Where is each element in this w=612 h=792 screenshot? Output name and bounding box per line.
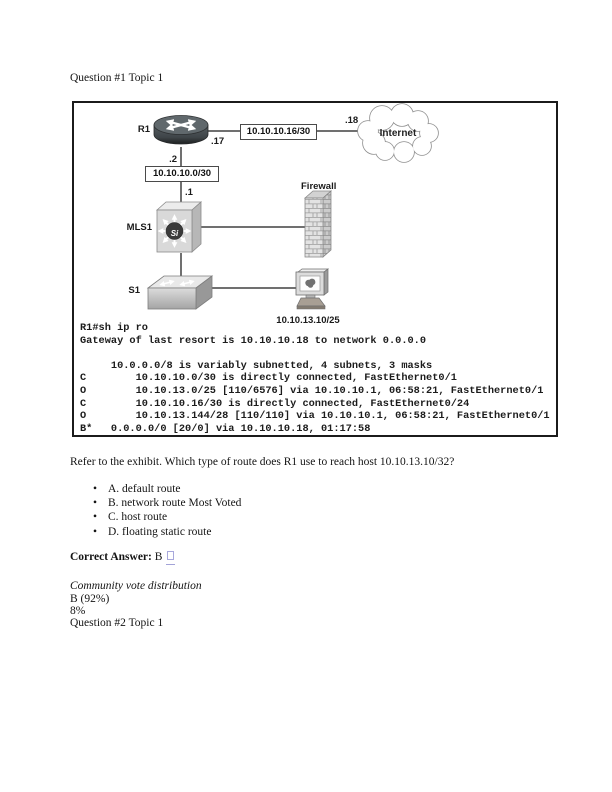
link-s1-host xyxy=(212,287,298,289)
host-ip-label: 10.10.13.10/25 xyxy=(276,315,340,326)
internet-cloud-icon xyxy=(357,103,439,163)
r1-lan-if-label: .2 xyxy=(169,154,177,165)
option-a: A. default route xyxy=(70,482,241,496)
correct-answer-value: B xyxy=(154,551,163,563)
cli-line: O 10.10.13.144/28 [110/110] via 10.10.10… xyxy=(80,410,550,423)
cli-line: Gateway of last resort is 10.10.10.18 to… xyxy=(80,334,427,347)
si-badge xyxy=(165,222,184,240)
mls1-if-label: .1 xyxy=(185,187,193,198)
cli-line: C 10.10.10.0/30 is directly connected, F… xyxy=(80,372,457,385)
question-text: Refer to the exhibit. Which type of rout… xyxy=(70,456,455,468)
internet-if-label: .18 xyxy=(345,115,359,126)
switch-icon xyxy=(146,275,214,310)
community-vote-other: 8% xyxy=(70,605,86,617)
internet-label: Internet xyxy=(379,128,417,139)
option-d: D. floating static route xyxy=(70,525,241,539)
exhibit-panel: Internet xyxy=(72,101,558,437)
correct-answer-row: Correct Answer: B xyxy=(70,551,176,565)
question-1-heading: Question #1 Topic 1 xyxy=(70,72,164,84)
workstation-icon xyxy=(295,268,330,310)
option-c-label: C. host route xyxy=(108,511,168,524)
cli-line: B* 0.0.0.0/0 [20/0] via 10.10.10.18, 01:… xyxy=(80,422,371,435)
community-vote-title: Community vote distribution xyxy=(70,580,202,592)
mls1-label: MLS1 xyxy=(126,222,152,233)
option-c: C. host route xyxy=(70,510,241,524)
option-d-label: D. floating static route xyxy=(108,525,212,538)
reveal-answer-link[interactable] xyxy=(166,551,176,565)
correct-answer-label: Correct Answer: xyxy=(70,551,152,563)
s1-label: S1 xyxy=(128,285,140,296)
link-mls1-s1 xyxy=(180,253,182,280)
option-b: B. network route Most Voted xyxy=(70,496,241,510)
lan-subnet-label: 10.10.10.0/30 xyxy=(145,166,219,182)
options-list: A. default route B. network route Most V… xyxy=(70,482,241,539)
router-icon xyxy=(153,115,209,145)
cli-output: R1#sh ip ro Gateway of last resort is 10… xyxy=(80,322,550,435)
reveal-answer-icon xyxy=(167,551,175,560)
option-b-label: B. network route Most Voted xyxy=(108,497,242,510)
network-diagram: Internet xyxy=(74,103,556,435)
r1-wan-if-label: .17 xyxy=(211,136,225,147)
firewall-icon xyxy=(303,190,333,258)
cli-line: 10.0.0.0/8 is variably subnetted, 4 subn… xyxy=(80,359,433,372)
cli-line: O 10.10.13.0/25 [110/6576] via 10.10.10.… xyxy=(80,384,544,397)
r1-label: R1 xyxy=(137,124,150,135)
cli-line: R1#sh ip ro xyxy=(80,322,148,334)
multilayer-switch-icon xyxy=(155,201,203,253)
cli-line xyxy=(80,347,550,360)
wan-subnet-label: 10.10.10.16/30 xyxy=(240,124,317,140)
si-badge-label: Si xyxy=(170,228,179,238)
link-mls1-firewall xyxy=(201,226,305,228)
community-vote-line: B (92%) xyxy=(70,592,110,605)
cli-line: C 10.10.10.16/30 is directly connected, … xyxy=(80,397,470,410)
question-2-heading: Question #2 Topic 1 xyxy=(70,617,164,629)
option-a-label: A. default route xyxy=(108,483,181,495)
firewall-label: Firewall xyxy=(301,181,337,192)
